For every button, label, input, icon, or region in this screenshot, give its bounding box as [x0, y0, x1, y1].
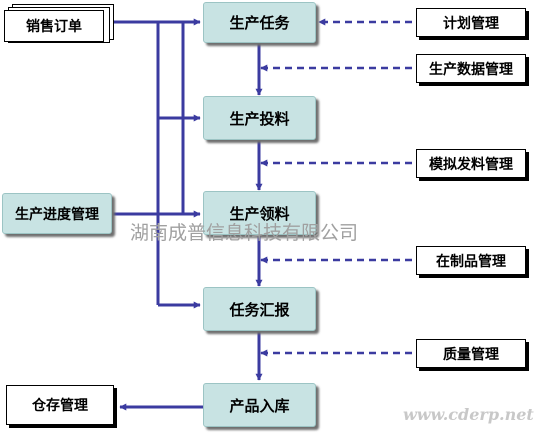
production-picking-node: 生产领料 — [203, 191, 316, 235]
sales-order-doc: 销售订单 — [4, 4, 114, 44]
quality-management-node: 质量管理 — [416, 339, 526, 368]
sales-order-label: 销售订单 — [4, 10, 104, 42]
warehouse-management-node: 仓存管理 — [6, 385, 114, 425]
production-data-management-node: 生产数据管理 — [416, 54, 526, 83]
plan-management-node: 计划管理 — [416, 8, 526, 37]
wip-management-node: 在制品管理 — [416, 246, 526, 275]
website-watermark: www.cderp.net — [403, 405, 534, 424]
simulated-material-issue-node: 模拟发料管理 — [416, 149, 526, 178]
product-storage-node: 产品入库 — [203, 383, 316, 427]
progress-management-node: 生产进度管理 — [2, 193, 112, 234]
task-report-node: 任务汇报 — [203, 287, 316, 331]
production-feeding-node: 生产投料 — [203, 96, 316, 140]
production-task-node: 生产任务 — [203, 2, 316, 43]
